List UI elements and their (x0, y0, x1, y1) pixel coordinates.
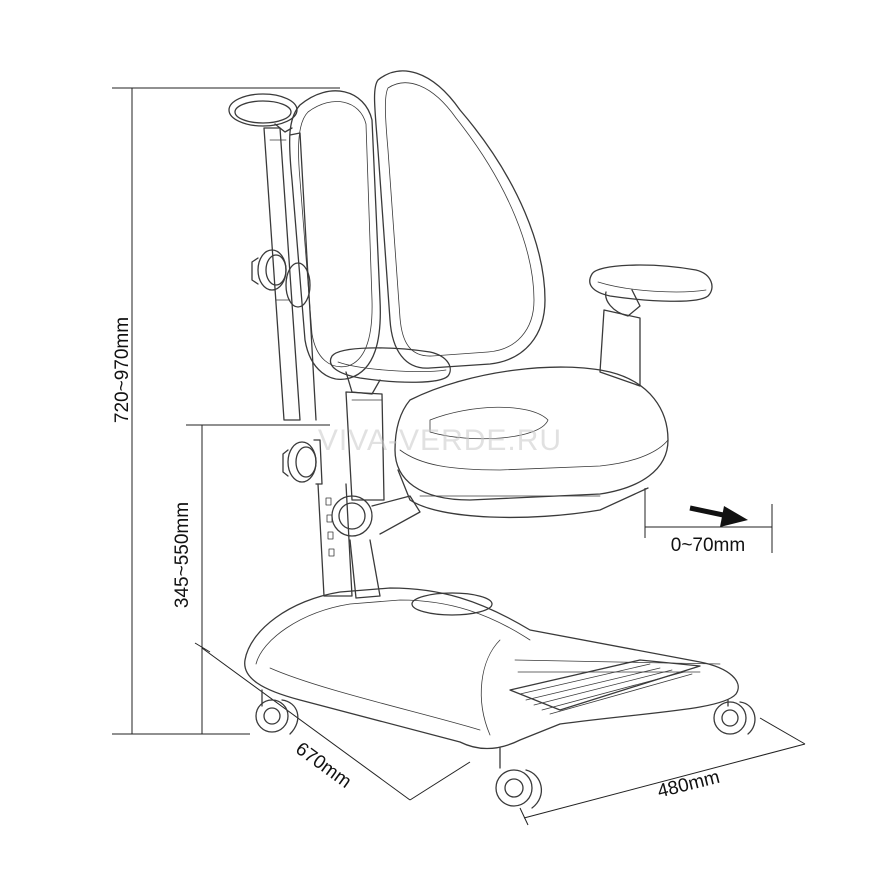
backrest-knob (251, 249, 311, 308)
seat-height-dimension-line (186, 424, 330, 735)
hook-ring (228, 93, 298, 133)
overall-height-label: 720~970mm (112, 317, 133, 423)
slide-arrow-icon (689, 505, 748, 527)
caster-front-left (255, 689, 299, 735)
caster-front-center (495, 747, 543, 809)
watermark: VIVA-VERDE.RU (318, 424, 562, 457)
chair-base (244, 587, 739, 750)
seat-slide-label: 0~70mm (671, 535, 745, 556)
height-adjust-column (317, 483, 381, 599)
right-armrest (589, 264, 713, 387)
slide-dimension-line (644, 488, 773, 553)
seat-cushion (394, 366, 669, 519)
left-armrest (329, 347, 451, 501)
chair-illustration (228, 70, 756, 809)
caster-back-right (713, 699, 756, 735)
base-width-label: 480mm (655, 767, 722, 803)
backrest-right-cushion (373, 70, 546, 369)
seat-pivot-joint (331, 495, 421, 537)
depth-dimension-line (194, 642, 471, 801)
seat-height-label: 345~550mm (172, 502, 193, 608)
height-dimension-line (112, 87, 340, 735)
width-dimension-line (519, 717, 806, 826)
backrest-left-cushion (288, 90, 381, 380)
seat-height-knob (282, 439, 323, 485)
base-depth-label: 670mm (291, 738, 355, 792)
footrest-grille (509, 659, 701, 715)
